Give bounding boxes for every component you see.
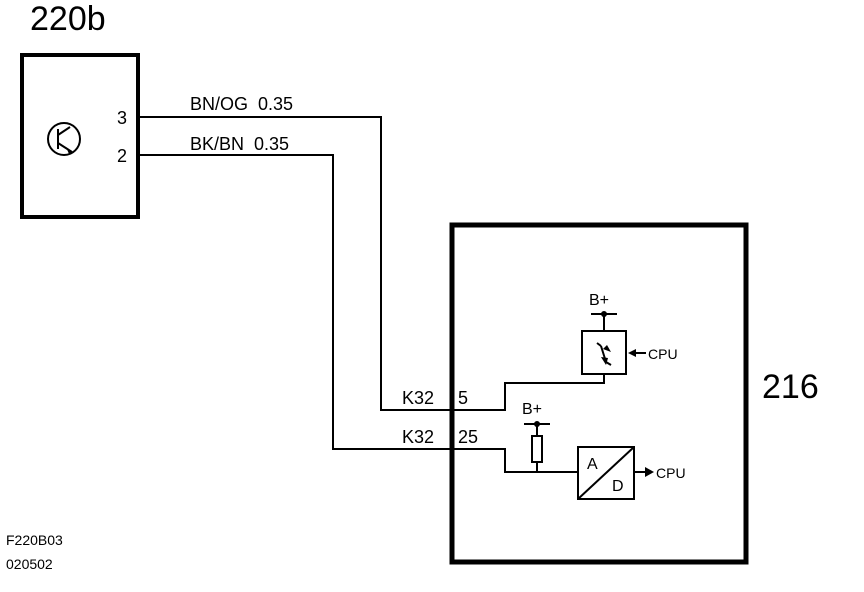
component-a-id: 220b xyxy=(30,0,106,38)
wire-1-label: BN/OG 0.35 xyxy=(190,94,293,114)
driver-cpu-label: CPU xyxy=(648,346,678,362)
wire-bk-bn xyxy=(138,154,446,450)
transistor-icon xyxy=(47,122,81,156)
connector-1-pin: 5 xyxy=(458,388,468,408)
internal-wire-adc xyxy=(446,448,578,473)
component-a-box xyxy=(20,53,140,219)
component-b-id: 216 xyxy=(762,368,819,406)
connector-2-label: K32 xyxy=(402,427,434,447)
adc-cpu-label: CPU xyxy=(656,465,686,481)
adc-a-label: A xyxy=(587,456,598,473)
cpu-in-arrow xyxy=(628,349,636,357)
wire-2-label: BK/BN 0.35 xyxy=(190,134,289,154)
driver-box xyxy=(581,330,627,375)
wire-bn-og xyxy=(138,116,446,411)
figure-code: F220B03 xyxy=(6,532,63,548)
cpu-out-arrow xyxy=(645,467,654,477)
supply-2-label: B+ xyxy=(522,401,542,418)
pin-2-label: 2 xyxy=(117,146,127,166)
adc-d-label: D xyxy=(612,478,624,495)
pin-3-label: 3 xyxy=(117,108,127,128)
switch-icon xyxy=(596,342,612,366)
resistor-icon xyxy=(531,435,543,463)
connector-2-pin: 25 xyxy=(458,427,478,447)
adc-diagonal xyxy=(577,446,635,500)
connector-1-label: K32 xyxy=(402,388,434,408)
date-code: 020502 xyxy=(6,556,53,572)
internal-wire-driver xyxy=(446,374,605,411)
component-b-box xyxy=(449,222,749,565)
supply-1-label: B+ xyxy=(589,292,609,309)
